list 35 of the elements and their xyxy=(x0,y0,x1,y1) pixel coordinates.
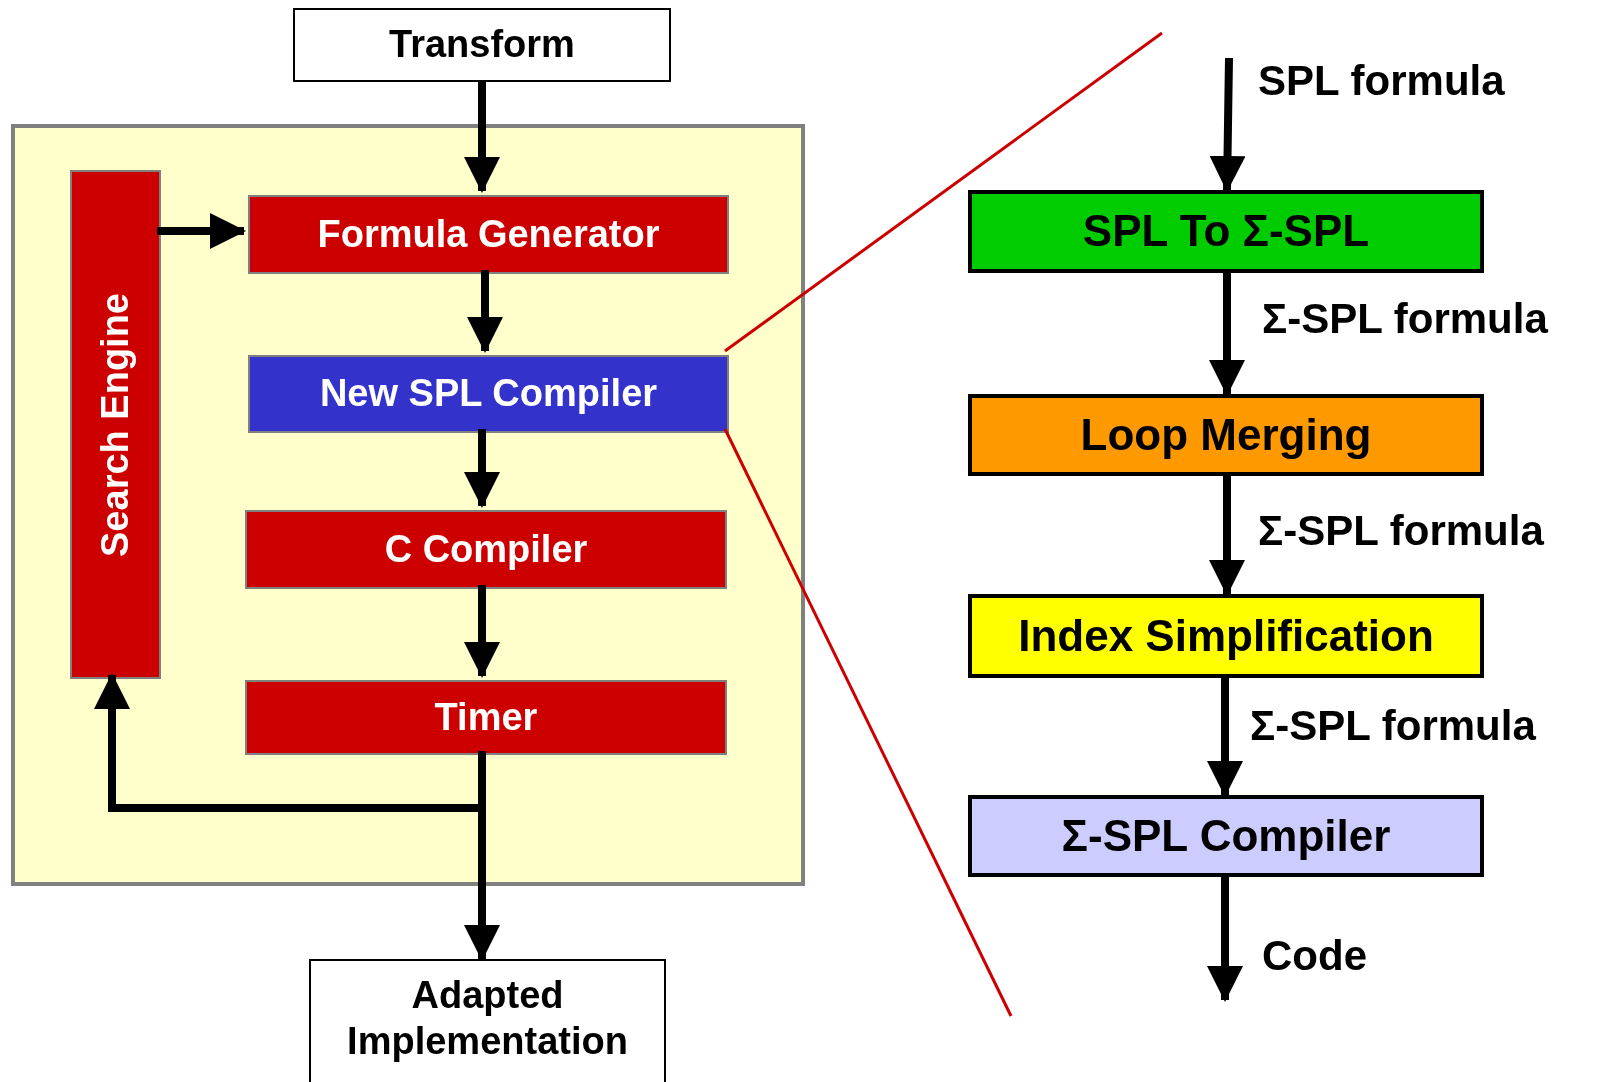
arrow xyxy=(1209,57,1246,192)
box-label: C Compiler xyxy=(384,526,588,572)
output-box xyxy=(309,959,666,1082)
process-box xyxy=(968,594,1484,678)
arrow xyxy=(464,82,500,193)
process-box xyxy=(968,190,1484,273)
arrow xyxy=(1209,476,1245,596)
box-label: Formula Generator xyxy=(317,211,660,257)
process-box xyxy=(968,795,1484,877)
process-box xyxy=(70,170,161,679)
box-label: Adapted Implementation xyxy=(346,973,629,1064)
arrow xyxy=(157,213,246,249)
box-label: SPL To Σ-SPL xyxy=(1082,205,1370,258)
box-label: Search Engine xyxy=(92,292,137,557)
arrow xyxy=(464,585,500,678)
process-box xyxy=(245,510,727,589)
box-label: Transform xyxy=(389,22,575,68)
zoom-line xyxy=(723,428,1013,1017)
zoom-line xyxy=(724,31,1163,353)
process-box xyxy=(248,195,729,274)
process-box xyxy=(245,680,727,755)
process-box xyxy=(968,394,1484,476)
box-label: Timer xyxy=(434,694,538,740)
box-label: Σ-SPL Compiler xyxy=(1061,809,1391,862)
box-label: New SPL Compiler xyxy=(319,371,658,417)
arrow xyxy=(467,270,503,353)
arrow xyxy=(1207,678,1243,797)
arrow xyxy=(1207,877,1243,1002)
box-label: Index Simplification xyxy=(1018,609,1434,662)
box-label: Loop Merging xyxy=(1080,408,1372,461)
system-panel xyxy=(11,124,805,886)
process-box xyxy=(248,355,729,433)
input-box xyxy=(293,8,671,82)
arrow xyxy=(464,429,500,508)
arrow xyxy=(1209,273,1245,396)
